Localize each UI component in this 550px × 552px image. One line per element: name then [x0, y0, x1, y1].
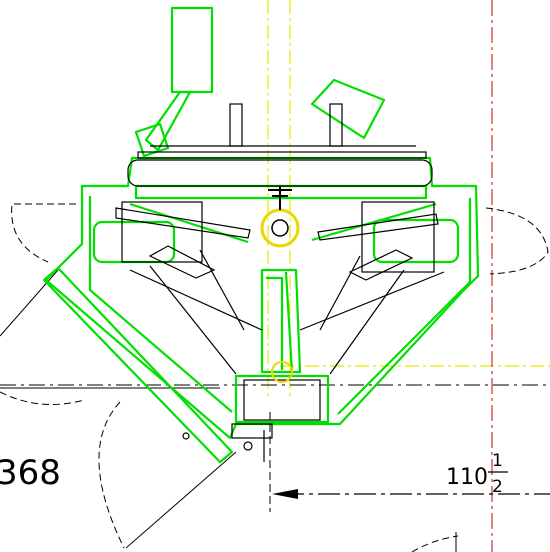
left-blade: [42, 266, 234, 464]
right-tilted-box: [310, 78, 386, 140]
left-swing-arc-top: [11, 203, 76, 263]
center-slot-left: [266, 276, 284, 370]
lower-bolt: [243, 441, 253, 451]
hub-spokes: [268, 186, 292, 210]
left-strut-2: [199, 249, 245, 331]
post-left: [229, 103, 243, 147]
center-beam: [260, 268, 302, 374]
hub-core: [271, 219, 289, 237]
bottom-housing: [243, 379, 321, 421]
left-gusset: [148, 245, 216, 279]
hub: [260, 186, 300, 383]
column-arm: [144, 90, 192, 152]
mechanical-detail: [115, 103, 445, 462]
dimension-arrow: [269, 412, 550, 512]
left-roller: [92, 220, 176, 264]
top-housing-base: [127, 159, 433, 187]
lower-mount: [231, 423, 273, 439]
dimension-110-whole: 110: [446, 465, 488, 490]
lower-pivot: [271, 361, 293, 383]
top-housing: [137, 151, 427, 159]
dimension-110-num: 1: [492, 451, 503, 471]
post-right: [329, 103, 343, 147]
right-strut-2: [319, 255, 361, 331]
left-swing-arc-bottom: [0, 391, 85, 405]
column-box: [170, 6, 214, 94]
frame-inner-left: [88, 196, 233, 413]
center-slot-right: [284, 271, 294, 373]
left-strut-1: [149, 265, 237, 375]
right-roller: [372, 218, 460, 264]
dim-leader-left: [0, 269, 59, 337]
green-frame: [42, 6, 480, 464]
right-gusset: [348, 249, 414, 281]
frame-left-diagonal: [129, 202, 249, 244]
dimension-110-den: 2: [492, 477, 503, 497]
left-hinge-bolt: [182, 432, 190, 440]
column-arm-joint: [134, 122, 170, 158]
bottom-platform: [234, 374, 330, 424]
right-swing-arc: [485, 207, 549, 275]
dimension-labels: 368 110 1 2: [0, 451, 508, 497]
left-cross: [129, 269, 263, 331]
frame-inner-right: [337, 198, 472, 415]
left-link-arm: [115, 207, 251, 239]
swing-arcs: [0, 203, 549, 552]
lower-swing-arc: [98, 401, 125, 549]
right-cross: [299, 271, 445, 331]
right-strut-1: [329, 269, 405, 375]
arrow-head-left: [272, 489, 298, 499]
right-link-arm: [317, 213, 439, 241]
frame-right-diagonal: [311, 202, 437, 242]
right-bearing: [361, 201, 435, 273]
dimension-368: 368: [0, 453, 61, 493]
bottom-right-arc: [411, 535, 459, 552]
dim-leader-lower: [125, 451, 237, 549]
